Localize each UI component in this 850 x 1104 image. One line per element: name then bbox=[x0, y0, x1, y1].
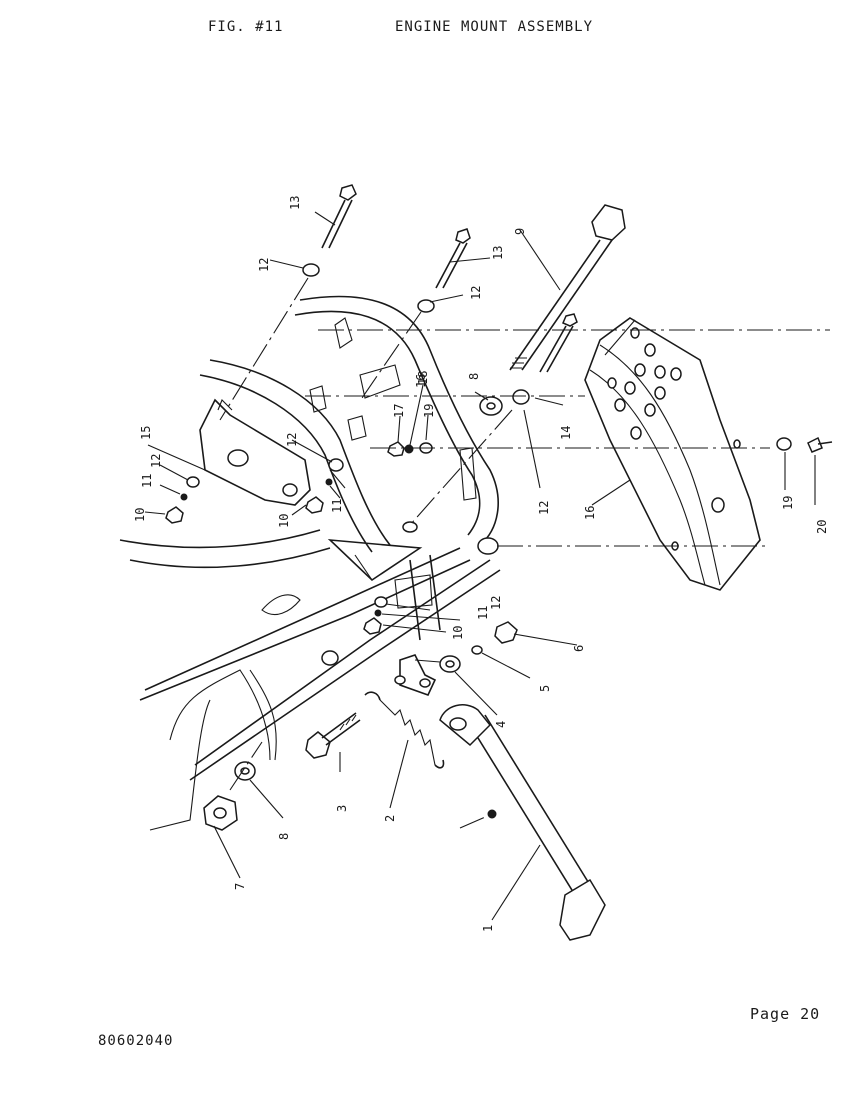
callout-15: 15 bbox=[139, 426, 153, 440]
spring bbox=[364, 691, 445, 769]
callout-12-lower: 12 bbox=[489, 596, 503, 610]
hardware bbox=[165, 263, 833, 831]
callout-4: 4 bbox=[494, 721, 508, 728]
bolts bbox=[321, 184, 626, 373]
kickstand bbox=[439, 704, 606, 941]
callout-13-upper: 13 bbox=[491, 246, 505, 260]
callout-10-mid: 10 bbox=[277, 514, 291, 528]
page-number: Page 20 bbox=[750, 1005, 821, 1023]
callout-10-left: 10 bbox=[133, 508, 147, 522]
callouts: 1 2 3 4 5 6 7 8 8 9 10 10 10 11 11 11 12… bbox=[133, 196, 829, 932]
callout-10-lower: 10 bbox=[451, 626, 465, 640]
callout-12-mid: 12 bbox=[285, 433, 299, 447]
callout-1: 1 bbox=[481, 925, 495, 932]
callout-16-right: 16 bbox=[583, 506, 597, 520]
callout-14: 14 bbox=[559, 426, 573, 440]
pivot-bracket bbox=[399, 654, 437, 696]
callout-5: 5 bbox=[538, 685, 552, 692]
callout-8-upper: 8 bbox=[467, 373, 481, 380]
figure-title: ENGINE MOUNT ASSEMBLY bbox=[395, 19, 594, 35]
callout-20: 20 bbox=[815, 520, 829, 534]
figure-number: FIG. #11 bbox=[208, 19, 284, 35]
bolt-3 bbox=[305, 712, 361, 759]
callout-16-mid: 16 bbox=[414, 374, 428, 388]
callout-12-right: 12 bbox=[537, 501, 551, 515]
callout-11-mid: 11 bbox=[330, 499, 344, 513]
leader-lines bbox=[144, 211, 816, 921]
callout-11-lower: 11 bbox=[476, 606, 490, 620]
callout-17: 17 bbox=[392, 404, 406, 418]
callout-11-left: 11 bbox=[140, 474, 154, 488]
callout-12-top: 12 bbox=[257, 258, 271, 272]
callout-12-upper: 12 bbox=[469, 286, 483, 300]
engine-mount-bracket bbox=[199, 398, 311, 506]
assembly-lines bbox=[219, 277, 830, 829]
callout-18: 18 bbox=[416, 371, 430, 385]
callout-7: 7 bbox=[233, 883, 247, 890]
callout-8-lower: 8 bbox=[277, 833, 291, 840]
callout-6: 6 bbox=[572, 645, 586, 652]
callout-19-mid: 19 bbox=[422, 404, 436, 418]
callout-19-right: 19 bbox=[781, 496, 795, 510]
callout-9: 9 bbox=[513, 228, 527, 235]
callout-13-top: 13 bbox=[288, 196, 302, 210]
frame bbox=[119, 295, 501, 831]
document-code: 80602040 bbox=[98, 1033, 174, 1049]
callout-12-left: 12 bbox=[149, 454, 163, 468]
muffler-shield bbox=[584, 317, 761, 591]
callout-2: 2 bbox=[383, 815, 397, 822]
callout-3: 3 bbox=[335, 805, 349, 812]
